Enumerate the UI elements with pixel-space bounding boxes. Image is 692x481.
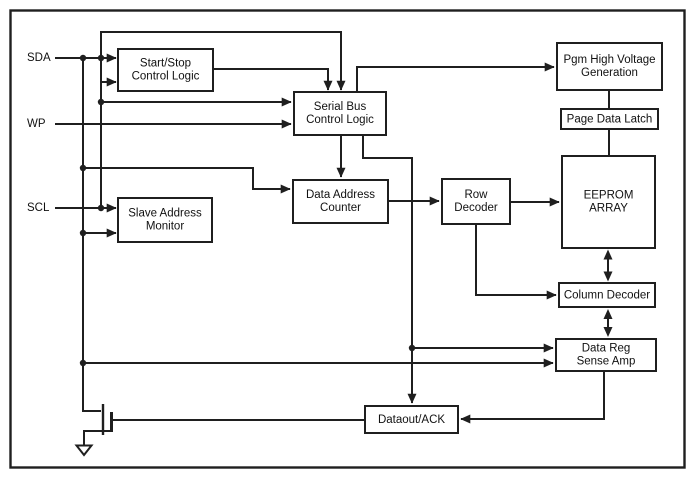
junction-dot bbox=[408, 344, 416, 352]
block-rect bbox=[555, 338, 657, 372]
junction-dot bbox=[79, 229, 87, 237]
ground-symbol-icon bbox=[74, 444, 94, 457]
block-label: Pgm High Voltage bbox=[563, 54, 655, 66]
junction-dot bbox=[97, 204, 105, 212]
diagram-border bbox=[9, 9, 686, 469]
block-slave-address-monitor: Slave Address Monitor bbox=[117, 197, 213, 243]
block-rect bbox=[441, 178, 511, 225]
wire-left-outer-rail-to-gate bbox=[82, 58, 101, 412]
block-rect bbox=[117, 197, 213, 243]
block-label: Slave Address bbox=[128, 208, 202, 220]
block-page-data-latch: Page Data Latch bbox=[560, 108, 659, 130]
arrow-up-eeprom-icon bbox=[603, 249, 613, 260]
block-start-stop-control-logic: Start/Stop Control Logic bbox=[117, 48, 214, 92]
output-transistor bbox=[74, 404, 365, 457]
junction-dot bbox=[97, 98, 105, 106]
junction-dot bbox=[79, 54, 87, 62]
block-label: Dataout/ACK bbox=[378, 414, 445, 426]
block-label: Page Data Latch bbox=[567, 114, 653, 126]
junction-dot bbox=[97, 54, 105, 62]
block-label: Generation bbox=[581, 67, 638, 79]
wire-sda-riser-to-serial-bus-top bbox=[100, 31, 346, 91]
block-label: Control Logic bbox=[306, 114, 374, 126]
wire-transistor-source-to-ground bbox=[83, 430, 112, 445]
block-rect bbox=[117, 48, 214, 92]
block-label: Start/Stop bbox=[140, 58, 191, 70]
block-label: EEPROM bbox=[584, 190, 634, 202]
block-label: ARRAY bbox=[589, 203, 628, 215]
block-rect bbox=[292, 179, 389, 224]
wire-serial-bus-to-dataout-ack bbox=[362, 135, 417, 404]
junction-dot bbox=[79, 359, 87, 367]
block-label: Decoder bbox=[454, 202, 498, 214]
block-rect bbox=[558, 282, 656, 308]
wire-rail-to-data-address-counter bbox=[83, 167, 291, 194]
block-label: Column Decoder bbox=[564, 290, 650, 302]
block-data-reg-sense-amp: Data Reg Sense Amp bbox=[555, 338, 657, 372]
arrow-up-column-decoder-icon bbox=[603, 309, 613, 319]
arrow-down-column-decoder-icon bbox=[603, 271, 613, 282]
block-label: Control Logic bbox=[132, 71, 200, 83]
block-label: Counter bbox=[320, 202, 361, 214]
signal-label-scl: SCL bbox=[27, 202, 50, 214]
wire-sense-amp-to-dataout-ack bbox=[460, 371, 605, 424]
block-label: Serial Bus bbox=[314, 101, 367, 113]
block-data-address-counter: Data Address Counter bbox=[292, 179, 389, 224]
wire-start-stop-to-serial-bus-top bbox=[213, 68, 333, 91]
block-column-decoder: Column Decoder bbox=[558, 282, 656, 308]
arrow-down-sense-amp-icon bbox=[603, 327, 613, 337]
junction-dot bbox=[79, 164, 87, 172]
block-rect bbox=[556, 42, 663, 91]
signal-label-wp: WP bbox=[27, 118, 46, 130]
block-label: Data Reg bbox=[582, 343, 631, 355]
block-eeprom-array: EEPROM ARRAY bbox=[561, 155, 656, 249]
signal-label-sda: SDA bbox=[27, 52, 51, 64]
block-label: Sense Amp bbox=[577, 356, 636, 368]
block-label: Monitor bbox=[146, 221, 185, 233]
wire-serial-bus-to-pgm-high-voltage bbox=[356, 62, 555, 92]
block-serial-bus-control-logic: Serial Bus Control Logic bbox=[293, 91, 387, 136]
block-pgm-high-voltage-generation: Pgm High Voltage Generation bbox=[556, 42, 663, 91]
block-label: Row bbox=[464, 189, 488, 201]
block-rect bbox=[364, 405, 459, 434]
wire-row-decoder-to-column-decoder bbox=[475, 224, 557, 300]
block-row-decoder: Row Decoder bbox=[441, 178, 511, 225]
block-rect bbox=[561, 155, 656, 249]
block-rect bbox=[560, 108, 659, 130]
block-label: Data Address bbox=[306, 189, 375, 201]
block-dataout-ack: Dataout/ACK bbox=[364, 405, 459, 434]
block-rect bbox=[293, 91, 387, 136]
